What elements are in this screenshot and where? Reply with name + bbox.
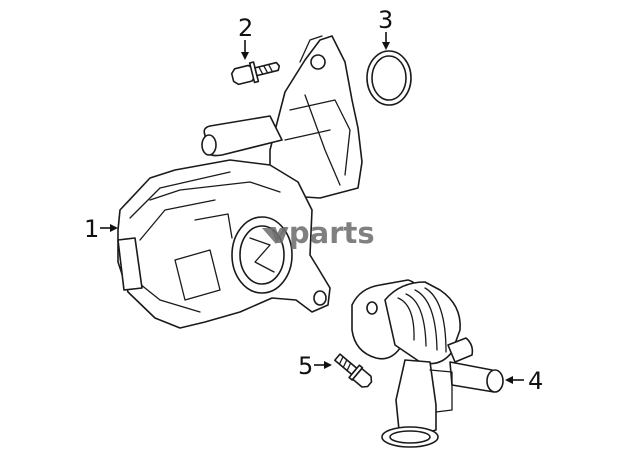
flange-bolt <box>230 61 281 86</box>
callout-label-4: 4 <box>528 367 543 395</box>
thermostat-housing <box>351 279 504 448</box>
callout-label-2: 2 <box>238 14 253 42</box>
callout-2: 2 <box>238 14 253 60</box>
callout-label-3: 3 <box>378 6 393 34</box>
callout-1: 1 <box>84 215 118 243</box>
watermark-text: vparts <box>270 216 375 250</box>
callout-3: 3 <box>378 6 393 50</box>
callout-5: 5 <box>298 352 332 380</box>
watermark: vparts <box>262 216 375 250</box>
callout-label-1: 1 <box>84 215 99 243</box>
callout-4: 4 <box>505 367 543 395</box>
o-ring-gasket <box>366 50 412 106</box>
callout-label-5: 5 <box>298 352 313 380</box>
watermark-logo-mark <box>262 228 286 244</box>
small-flange-bolt <box>334 353 373 388</box>
water-pump-housing <box>117 35 363 329</box>
